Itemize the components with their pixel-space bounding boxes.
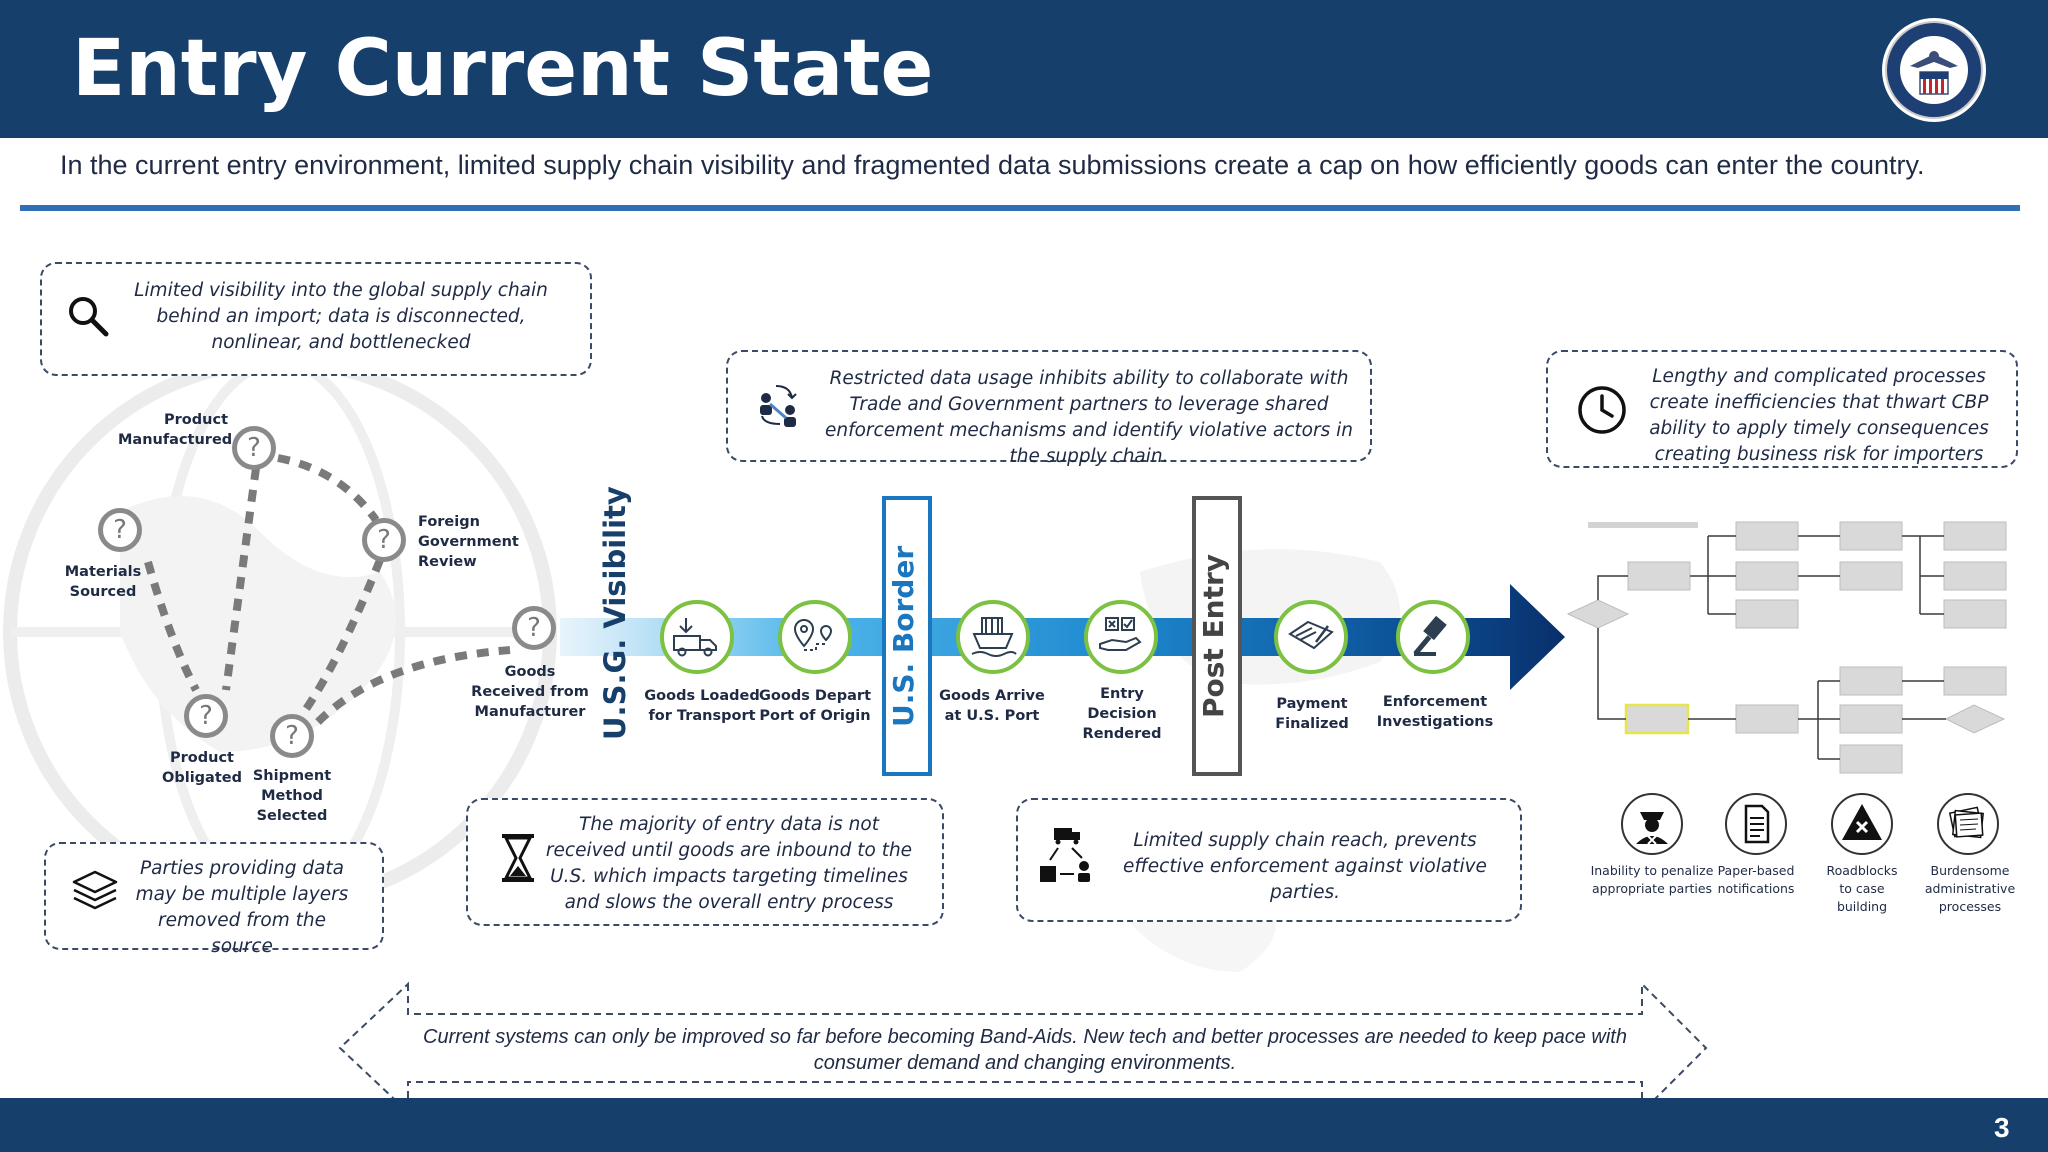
officer-icon bbox=[1620, 792, 1684, 856]
bottom-statement: Current systems can only be improved so … bbox=[423, 1026, 1627, 1074]
process-arrow bbox=[560, 584, 1565, 690]
paper-stack-icon bbox=[1936, 792, 2000, 856]
step-entry-decision bbox=[1084, 600, 1158, 674]
label-goods-arrive: Goods Arrive at U.S. Port bbox=[939, 688, 1045, 724]
label-entry-decision: Entry Decision Rendered bbox=[1082, 686, 1162, 742]
collaboration-icon bbox=[752, 378, 804, 430]
label-materials-sourced: Materials Sourced bbox=[64, 564, 142, 600]
phase-usg-visibility: U.S.G. Visibility bbox=[598, 486, 632, 740]
us-border-box bbox=[882, 496, 932, 776]
divider bbox=[20, 205, 2020, 211]
step-enforcement bbox=[1396, 600, 1470, 674]
label-issue-roadblocks: Roadblocks to case building bbox=[1826, 863, 1898, 914]
location-pin-icon bbox=[793, 618, 833, 651]
bottom-double-arrow bbox=[338, 981, 1708, 1115]
label-goods-depart: Goods Depart Port of Origin bbox=[759, 688, 871, 724]
step-payment-finalized bbox=[1274, 600, 1348, 674]
label-issue-penalize: Inability to penalize appropriate partie… bbox=[1590, 863, 1714, 896]
process-flowchart bbox=[1566, 521, 2007, 774]
question-node-shipment-method: ? bbox=[270, 714, 314, 758]
label-issue-paper: Paper-based notifications bbox=[1717, 863, 1795, 896]
subtitle: In the current entry environment, limite… bbox=[60, 150, 1925, 180]
step-goods-depart bbox=[778, 600, 852, 674]
signed-document-icon bbox=[1288, 620, 1334, 650]
label-product-manufactured: Product Manufactured bbox=[118, 412, 233, 448]
supply-network-icon bbox=[1038, 826, 1096, 888]
step-goods-arrive bbox=[956, 600, 1030, 674]
magnifier-icon bbox=[66, 294, 110, 338]
callout-restricted-data bbox=[726, 350, 1372, 462]
roadblock-icon bbox=[1830, 792, 1894, 856]
label-goods-loaded: Goods Loaded for Transport bbox=[644, 688, 760, 724]
callout-text: Limited supply chain reach, prevents eff… bbox=[1123, 830, 1487, 903]
cargo-ship-icon bbox=[971, 617, 1017, 657]
page-number: 3 bbox=[1994, 1112, 2010, 1143]
label-payment-finalized: Payment Finalized bbox=[1275, 696, 1349, 732]
callout-limited-visibility bbox=[40, 262, 592, 376]
supply-chain-links bbox=[144, 454, 511, 725]
truck-icon bbox=[673, 618, 717, 657]
footer-bar bbox=[0, 1098, 2048, 1152]
phase-post-entry: Post Entry bbox=[1197, 553, 1230, 719]
callout-text: Parties providing data may be multiple l… bbox=[135, 858, 349, 957]
question-node-goods-received: ? bbox=[512, 606, 556, 650]
label-foreign-gov-review: Foreign Government Review bbox=[418, 514, 519, 570]
page-title: Entry Current State bbox=[72, 24, 934, 114]
callout-text: The majority of entry data is not receiv… bbox=[545, 814, 913, 913]
callout-text: Restricted data usage inhibits ability t… bbox=[824, 368, 1353, 467]
phase-us-border: U.S. Border bbox=[887, 545, 920, 727]
paper-document-icon bbox=[1724, 792, 1788, 856]
step-goods-loaded bbox=[660, 600, 734, 674]
callout-limited-reach bbox=[1016, 798, 1522, 922]
callout-entry-timing bbox=[466, 798, 944, 926]
question-node-product-obligated: ? bbox=[184, 694, 228, 738]
post-entry-box bbox=[1192, 496, 1242, 776]
label-shipment-method: Shipment Method Selected bbox=[252, 768, 332, 824]
clock-icon bbox=[1576, 384, 1628, 436]
cbp-seal-logo bbox=[1880, 16, 1988, 124]
layers-icon bbox=[70, 868, 120, 914]
label-issue-burdensome: Burdensome administrative processes bbox=[1924, 863, 2016, 914]
callout-text: Lengthy and complicated processes create… bbox=[1649, 366, 1989, 465]
hourglass-icon bbox=[498, 832, 538, 884]
checklist-hand-icon bbox=[1099, 617, 1142, 651]
callout-text: Limited visibility into the global suppl… bbox=[134, 280, 548, 353]
question-node-product-manufactured: ? bbox=[232, 426, 276, 470]
label-enforcement: Enforcement Investigations bbox=[1376, 694, 1494, 730]
question-node-foreign-gov-review: ? bbox=[362, 518, 406, 562]
question-node-materials-sourced: ? bbox=[98, 508, 142, 552]
header-bar bbox=[0, 0, 2048, 138]
label-product-obligated: Product Obligated bbox=[162, 750, 242, 786]
gavel-icon bbox=[1413, 615, 1447, 656]
label-goods-received: Goods Received from Manufacturer bbox=[471, 664, 589, 720]
